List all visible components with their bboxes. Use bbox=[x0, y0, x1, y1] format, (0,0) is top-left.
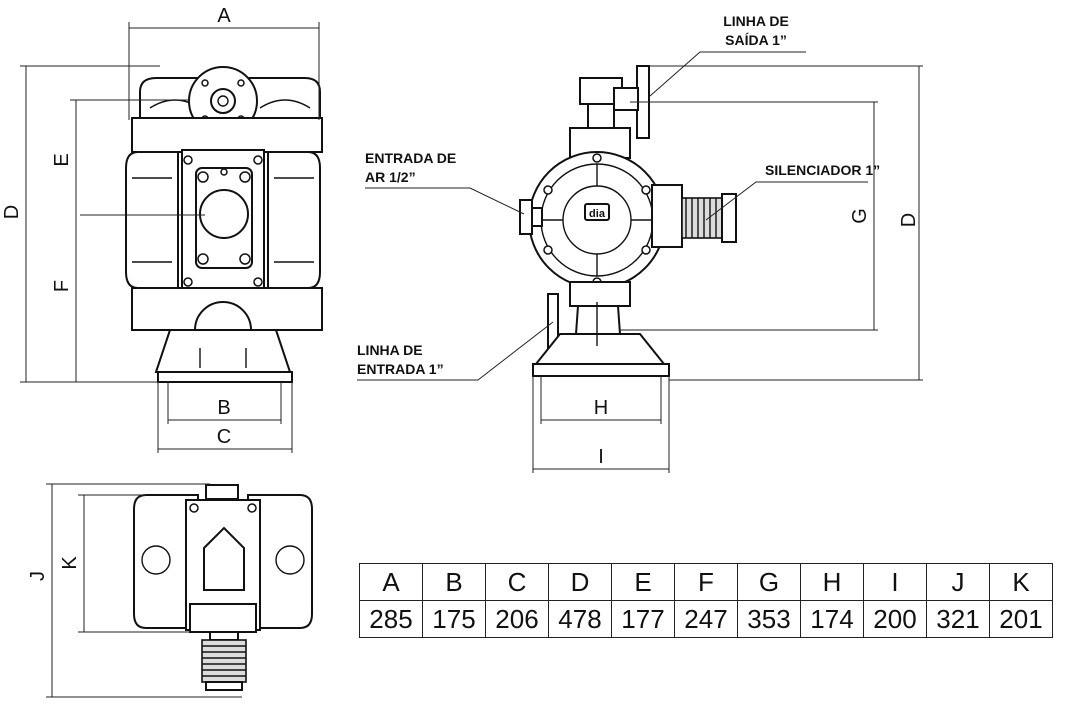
table-header-cell: J bbox=[926, 563, 990, 601]
table-cell: 206 bbox=[485, 600, 549, 638]
table-cell: 201 bbox=[989, 600, 1053, 638]
table-header-cell: A bbox=[359, 563, 423, 601]
dim-label-i: I bbox=[598, 446, 604, 468]
table-cell: 247 bbox=[674, 600, 738, 638]
dim-label-k: K bbox=[59, 556, 81, 570]
table-header-cell: B bbox=[422, 563, 486, 601]
table-cell: 353 bbox=[737, 600, 801, 638]
table-header-cell: D bbox=[548, 563, 612, 601]
dim-label-j: J bbox=[27, 571, 49, 581]
callouts: LINHA DE SAÍDA 1” ENTRADA DE AR 1/2” SIL… bbox=[357, 13, 880, 381]
silencer-top bbox=[201, 639, 247, 683]
table-cell: 285 bbox=[359, 600, 423, 638]
table-header-cell: K bbox=[989, 563, 1053, 601]
front-view bbox=[80, 66, 323, 383]
dim-label-h: H bbox=[594, 397, 608, 419]
front-view-dimensions: A D E F B C bbox=[1, 5, 320, 453]
callout-air-inlet-2: AR 1/2” bbox=[365, 169, 416, 185]
logo-text: dia bbox=[589, 208, 606, 220]
table-header-cell: F bbox=[674, 563, 738, 601]
side-view-dimensions: D G H I bbox=[532, 65, 923, 473]
dim-label-b: B bbox=[217, 397, 230, 419]
callout-outlet-line-1: LINHA DE bbox=[723, 13, 789, 29]
air-motor-cap bbox=[199, 189, 249, 239]
side-view: dia bbox=[519, 65, 737, 377]
table-cell: 321 bbox=[926, 600, 990, 638]
dim-label-c: C bbox=[217, 426, 231, 448]
table-cell: 175 bbox=[422, 600, 486, 638]
table-header-row: A B C D E F G H I J K bbox=[359, 563, 1053, 601]
table-header-cell: I bbox=[863, 563, 927, 601]
top-view bbox=[133, 484, 313, 691]
callout-silencer: SILENCIADOR 1” bbox=[765, 162, 880, 178]
table-header-cell: H bbox=[800, 563, 864, 601]
dim-label-d-front: D bbox=[1, 205, 23, 219]
dimensions-table: A B C D E F G H I J K 285 175 206 478 17… bbox=[359, 563, 1053, 638]
dim-label-e: E bbox=[51, 153, 73, 166]
table-cell: 174 bbox=[800, 600, 864, 638]
table-header-cell: E bbox=[611, 563, 675, 601]
table-cell: 200 bbox=[863, 600, 927, 638]
callout-outlet-line-2: SAÍDA 1” bbox=[725, 32, 787, 48]
table-cell: 478 bbox=[548, 600, 612, 638]
dim-label-a: A bbox=[217, 5, 231, 27]
dim-label-f: F bbox=[51, 280, 73, 292]
table-row: 285 175 206 478 177 247 353 174 200 321 … bbox=[359, 600, 1053, 638]
table-cell: 177 bbox=[611, 600, 675, 638]
callout-inlet-line-2: ENTRADA 1” bbox=[357, 361, 444, 377]
dim-label-g: G bbox=[849, 208, 871, 224]
top-view-dimensions: J K bbox=[27, 483, 242, 698]
dim-label-d-side: D bbox=[898, 213, 920, 227]
table-header-cell: G bbox=[737, 563, 801, 601]
table-header-cell: C bbox=[485, 563, 549, 601]
callout-air-inlet-1: ENTRADA DE bbox=[365, 150, 456, 166]
callout-inlet-line-1: LINHA DE bbox=[357, 342, 423, 358]
